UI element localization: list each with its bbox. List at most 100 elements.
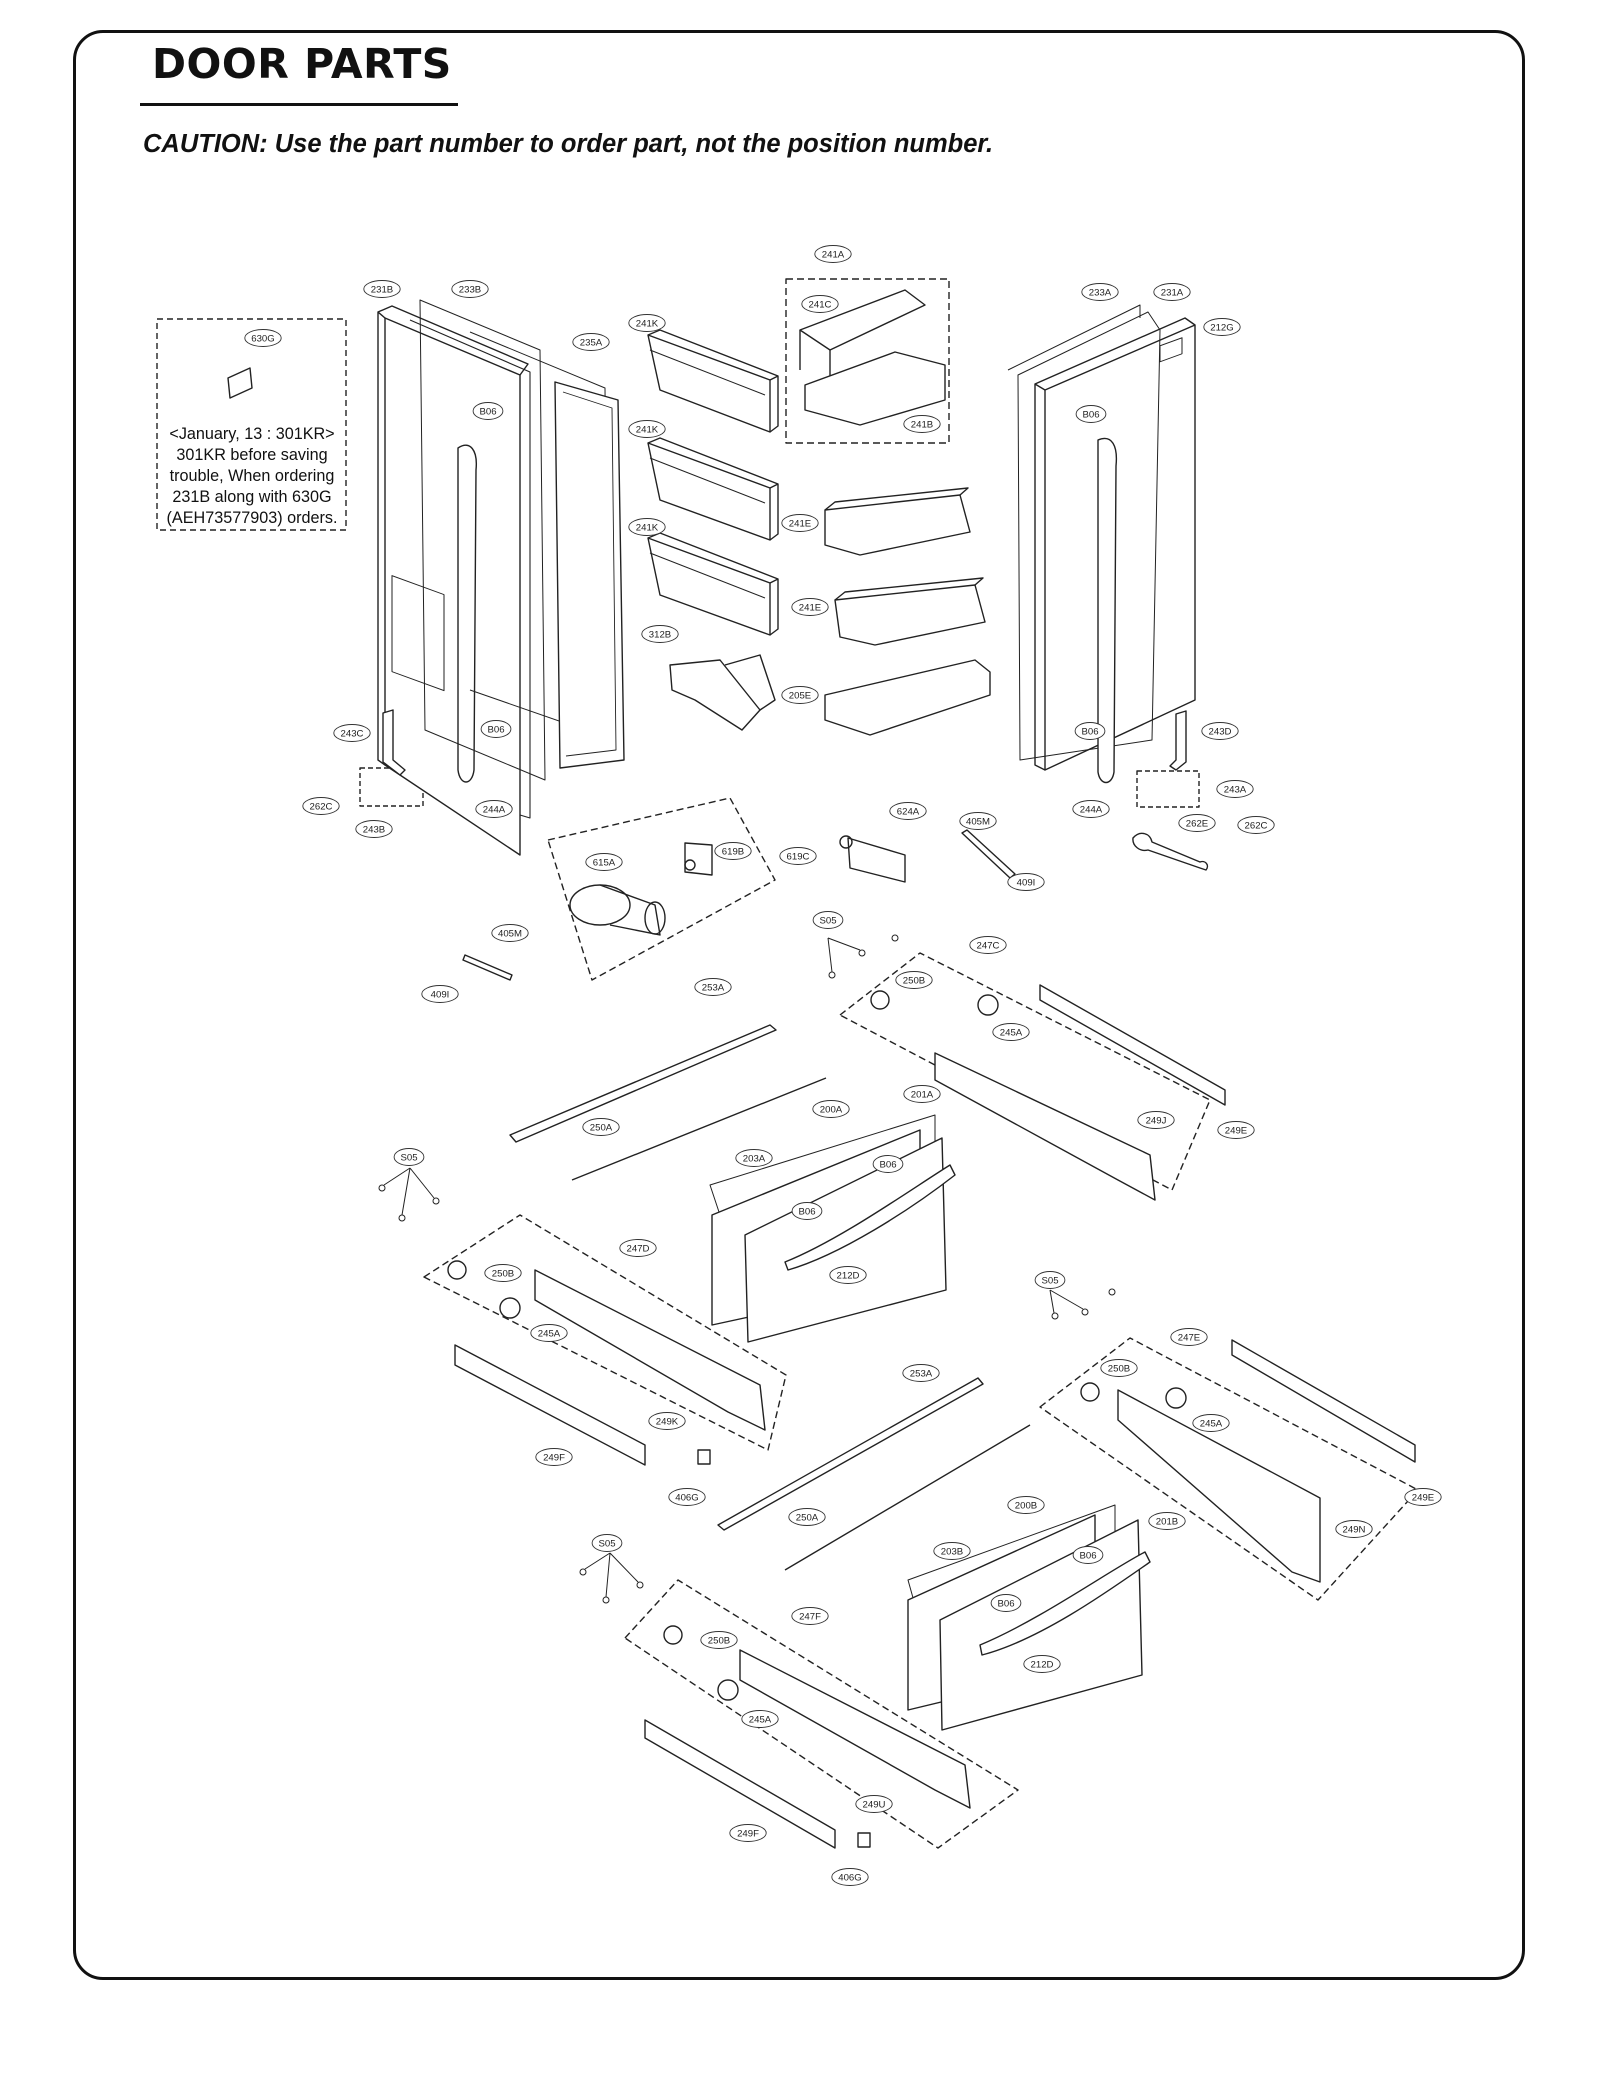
gear-250B-2 (447, 1260, 467, 1280)
part-label-text: B06 (798, 1206, 815, 1217)
part-label: 249K (648, 1412, 686, 1430)
part-label: 241B (903, 415, 941, 433)
note-text: <January, 13 : 301KR> 301KR before savin… (158, 424, 346, 529)
part-label-text: 250B (492, 1268, 514, 1279)
part-label: 250A (788, 1508, 826, 1526)
part-label-text: 250A (796, 1512, 819, 1523)
gear-250B-3 (1080, 1382, 1100, 1402)
part-label-text: 233B (459, 284, 481, 295)
part-label: 241A (814, 245, 852, 263)
part-label: 241C (801, 295, 839, 313)
note-line: <January, 13 : 301KR> (169, 425, 335, 443)
slide-rail-249F-lower (644, 1719, 836, 1849)
part-label-text: 244A (1080, 804, 1103, 815)
cam-245A-2 (499, 1297, 521, 1319)
screws-S05-4 (579, 1552, 644, 1604)
group-box-241A (785, 278, 950, 444)
part-label-text: 615A (593, 857, 616, 868)
part-label-text: 212D (1031, 1659, 1054, 1670)
part-label: 231B (363, 280, 401, 298)
part-label-text: 245A (1200, 1418, 1223, 1429)
part-label-text: B06 (997, 1598, 1014, 1609)
filter-624A (839, 835, 906, 883)
part-label: S05 (812, 911, 844, 929)
rod-250A-lower (784, 1424, 1031, 1571)
part-label: 212G (1203, 318, 1241, 336)
part-label: 619C (779, 847, 817, 865)
screws-S05-1 (827, 934, 899, 979)
part-label: B06 (1074, 722, 1106, 740)
part-label-text: 405M (498, 928, 522, 939)
part-label-text: 244A (483, 804, 506, 815)
cam-245A-3 (1165, 1387, 1187, 1409)
door-bin-241K-1 (647, 329, 779, 433)
part-label: 253A (694, 978, 732, 996)
part-label-text: 262C (1245, 820, 1268, 831)
part-label: 249E (1217, 1121, 1255, 1139)
part-label: 249F (729, 1824, 767, 1842)
part-label-text: 243D (1209, 726, 1232, 737)
part-label-text: 243A (1224, 784, 1247, 795)
part-label-text: 241K (636, 522, 659, 533)
part-label-text: 212G (1210, 322, 1233, 333)
stopper-406G-2 (857, 1832, 871, 1848)
part-label-text: 241K (636, 318, 659, 329)
part-label-text: 619B (722, 846, 744, 857)
part-label-text: 250A (590, 1122, 613, 1133)
part-label: 262C (1237, 816, 1275, 834)
part-label: S05 (591, 1534, 623, 1552)
part-label: 243D (1201, 722, 1239, 740)
part-label: B06 (990, 1594, 1022, 1612)
part-label-text: 405M (966, 816, 990, 827)
part-label: B06 (872, 1155, 904, 1173)
part-label: 243B (355, 820, 393, 838)
cam-245A-4 (717, 1679, 739, 1701)
part-label-text: 247D (627, 1243, 650, 1254)
slide-rail-249F-left (454, 1344, 646, 1466)
part-label-text: 245A (749, 1714, 772, 1725)
part-label-text: S05 (819, 915, 836, 926)
part-label: 247D (619, 1239, 657, 1257)
part-label: 262C (302, 797, 340, 815)
part-label-text: 262C (310, 801, 333, 812)
part-label: 245A (1192, 1414, 1230, 1432)
part-label: 250B (700, 1631, 738, 1649)
valve-619B (684, 842, 713, 876)
stopper-406G-1 (697, 1449, 711, 1465)
rod-253A-lower (717, 1377, 984, 1531)
note-line: 231B along with 630G (172, 488, 332, 506)
part-label: 244A (475, 800, 513, 818)
part-label-text: S05 (400, 1152, 417, 1163)
group-box-247D (423, 1214, 787, 1451)
part-label: 249J (1137, 1111, 1175, 1129)
part-label-text: 406G (838, 1872, 861, 1883)
part-label-text: 619C (787, 851, 810, 862)
part-label-text: 249K (656, 1416, 679, 1427)
part-label: 249E (1404, 1488, 1442, 1506)
bracket-312B (669, 654, 776, 731)
part-label: 203B (933, 1542, 971, 1560)
part-label: S05 (393, 1148, 425, 1166)
part-label: B06 (791, 1202, 823, 1220)
part-label: 253A (902, 1364, 940, 1382)
left-door-group (377, 299, 625, 856)
part-label: 233B (451, 280, 489, 298)
part-label: B06 (472, 402, 504, 420)
part-label: 201A (903, 1085, 941, 1103)
door-bin-241A (799, 289, 946, 426)
part-label-text: 249U (863, 1799, 886, 1810)
door-bin-241E-2 (834, 577, 986, 646)
part-label: 250B (484, 1264, 522, 1282)
part-label: 241K (628, 420, 666, 438)
part-label: 241E (791, 598, 829, 616)
part-label-text: 247E (1178, 1332, 1200, 1343)
part-label: 244A (1072, 800, 1110, 818)
caution-text: CAUTION: Use the part number to order pa… (143, 130, 994, 158)
screws-S05-2 (378, 1167, 440, 1222)
drawer-front-upper (709, 1114, 956, 1343)
right-door-group (1007, 304, 1196, 784)
part-label-text: 250B (708, 1635, 730, 1646)
part-label: 231A (1153, 283, 1191, 301)
part-label: 249N (1335, 1520, 1373, 1538)
